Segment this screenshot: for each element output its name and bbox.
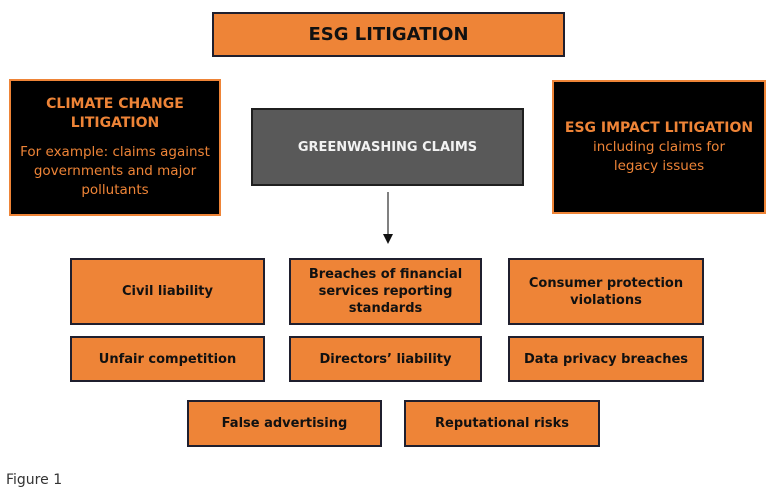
- figure-caption: Figure 1: [6, 472, 63, 488]
- esg-impact-heading: ESG IMPACT LITIGATION: [564, 119, 754, 136]
- consequence-box: Reputational risks: [404, 400, 600, 447]
- consequence-box: Directors’ liability: [289, 336, 482, 382]
- esg-litigation-label: ESG LITIGATION: [308, 24, 469, 45]
- consequence-box: Civil liability: [70, 258, 265, 325]
- consequence-label: Civil liability: [122, 284, 213, 299]
- esg-impact-detail: including claims for legacy issues: [592, 138, 725, 174]
- climate-change-heading: CLIMATE CHANGE LITIGATION: [46, 96, 184, 131]
- consequence-box: Unfair competition: [70, 336, 265, 382]
- consequence-label: Unfair competition: [98, 351, 237, 367]
- consequence-label: Consumer protection violations: [528, 275, 684, 308]
- consequence-box: Data privacy breaches: [508, 336, 704, 382]
- climate-change-litigation-box: CLIMATE CHANGE LITIGATION For example: c…: [9, 79, 221, 216]
- greenwashing-claims-box: GREENWASHING CLAIMS: [251, 108, 524, 186]
- climate-change-detail: For example: claims against governments …: [20, 144, 210, 198]
- esg-litigation-box: ESG LITIGATION: [212, 12, 565, 57]
- consequence-label: Directors’ liability: [319, 351, 452, 367]
- consequence-box: Consumer protection violations: [508, 258, 704, 325]
- consequence-box: False advertising: [187, 400, 382, 447]
- consequence-box: Breaches of financial services reporting…: [289, 258, 482, 325]
- consequence-label: Data privacy breaches: [523, 351, 689, 367]
- consequence-label: Reputational risks: [435, 416, 569, 431]
- consequence-label: Breaches of financial services reporting…: [308, 267, 463, 316]
- greenwashing-claims-label: GREENWASHING CLAIMS: [297, 139, 478, 155]
- esg-impact-litigation-box: ESG IMPACT LITIGATION including claims f…: [552, 80, 766, 214]
- arrow-down-icon: [383, 192, 393, 244]
- consequence-label: False advertising: [221, 416, 348, 431]
